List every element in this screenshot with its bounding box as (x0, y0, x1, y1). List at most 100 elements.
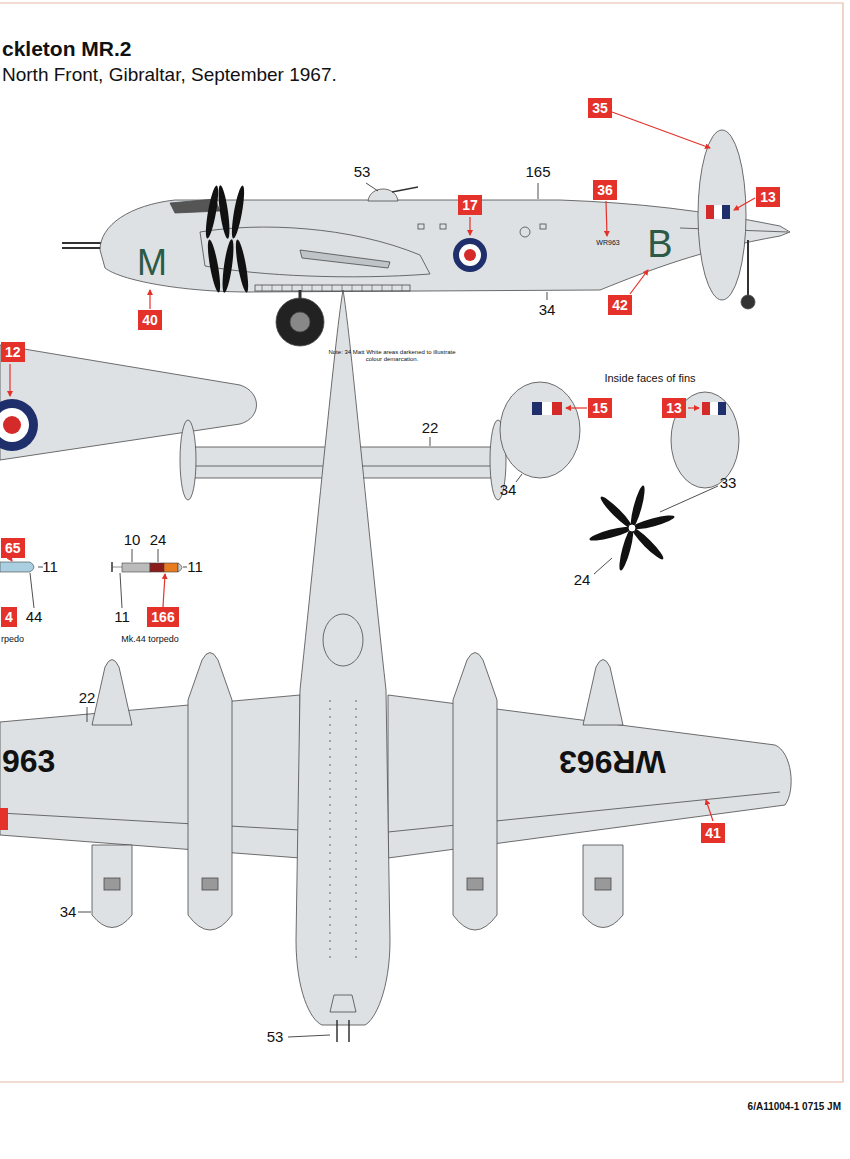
wing-view (0, 399, 38, 451)
callout-number: 35 (592, 100, 608, 116)
callout-number: 17 (462, 197, 478, 213)
plan-view (202, 878, 218, 890)
callout-number: 34 (539, 302, 556, 319)
side-view (233, 239, 250, 294)
plan-view (0, 695, 300, 858)
fin-view (552, 402, 562, 415)
plan-view (0, 792, 780, 832)
callout-number: 12 (5, 344, 21, 360)
side-view (741, 295, 755, 309)
side-view (255, 285, 410, 291)
callout-box: 36 (593, 180, 617, 200)
side-view (62, 247, 102, 249)
callout-number: 11 (114, 609, 130, 626)
leader-line (132, 549, 133, 562)
callout-box: 166 (147, 607, 178, 627)
callout-box: 40 (138, 310, 162, 330)
torpedo (0, 562, 182, 572)
plan-view (0, 808, 8, 830)
propeller (588, 484, 675, 571)
plan-view (348, 1020, 350, 1042)
side-view (714, 205, 722, 219)
plan-view (330, 700, 356, 960)
callout-number: 33 (720, 475, 737, 492)
side-view (62, 130, 790, 346)
propeller (628, 524, 636, 532)
torpedo (112, 567, 122, 568)
footer-code: 6/A11004-1 0715 JM (748, 1101, 841, 1112)
callout-number: 13 (760, 189, 776, 205)
leader-line (734, 198, 755, 210)
side-view (722, 205, 730, 219)
plan-view (336, 1020, 338, 1042)
side-view (706, 205, 714, 219)
side-view (220, 239, 235, 294)
callout-number: 22 (422, 420, 439, 437)
leader-line (30, 573, 34, 608)
fuselage-letter: B (647, 224, 672, 266)
side-view (453, 238, 487, 272)
callout-number: 34 (500, 482, 517, 499)
view-title: rpedo (1, 635, 24, 645)
torpedo (178, 563, 182, 572)
fin-view (500, 382, 739, 488)
leader-line (9, 364, 10, 396)
callout-box: 42 (608, 295, 632, 315)
callout-number: 65 (5, 540, 21, 556)
side-view (62, 242, 102, 244)
side-view (229, 185, 246, 240)
leader-line (149, 290, 150, 309)
leader-line (566, 407, 587, 408)
side-view (300, 250, 390, 268)
side-view (205, 239, 222, 294)
callout-number: 24 (150, 532, 167, 549)
serial: 963 (2, 744, 55, 779)
callout-number: 24 (574, 572, 591, 589)
side-view (262, 285, 402, 291)
plan-view (453, 653, 497, 931)
leader-line (120, 573, 122, 608)
callout-box: 13 (756, 187, 780, 207)
callout-number: 44 (26, 609, 43, 626)
plan-view (180, 420, 196, 500)
callout-number: 53 (267, 1029, 284, 1046)
torpedo (0, 562, 34, 572)
callout-box: 15 (588, 398, 612, 418)
callout-box: 4 (1, 607, 17, 627)
side-view (747, 240, 749, 296)
torpedo (122, 563, 150, 572)
propeller (631, 513, 676, 532)
leader-line (630, 270, 648, 294)
leader-line (163, 574, 165, 607)
callout-number: 42 (612, 297, 628, 313)
side-view (418, 224, 424, 229)
serial: WR963 (596, 239, 619, 247)
side-view (464, 249, 476, 261)
view-title: Mk.44 torpedo (121, 635, 179, 645)
leader-line (594, 558, 612, 574)
fin-view (532, 402, 542, 415)
callout-box: 35 (588, 98, 612, 118)
leader-line (366, 183, 378, 191)
callout-box: 12 (1, 342, 25, 362)
wing-view (3, 416, 21, 434)
callout-number: 13 (666, 400, 682, 416)
fin-view (718, 402, 726, 415)
fin-view (710, 402, 718, 415)
leader-line (688, 407, 699, 408)
side-view (459, 244, 481, 266)
plan-view (92, 845, 132, 928)
callout-number: 22 (79, 690, 96, 707)
plan-view (583, 845, 623, 928)
leader-line (606, 201, 607, 236)
side-view (392, 187, 418, 192)
plan-view (330, 995, 356, 1012)
leader-line (516, 474, 522, 482)
callout-number: 4 (5, 609, 13, 625)
callout-box: 17 (458, 195, 482, 215)
callout-number: 53 (354, 164, 371, 181)
frame-line (0, 3, 843, 1082)
leader-line (706, 800, 713, 821)
callout-box: 13 (662, 398, 686, 418)
